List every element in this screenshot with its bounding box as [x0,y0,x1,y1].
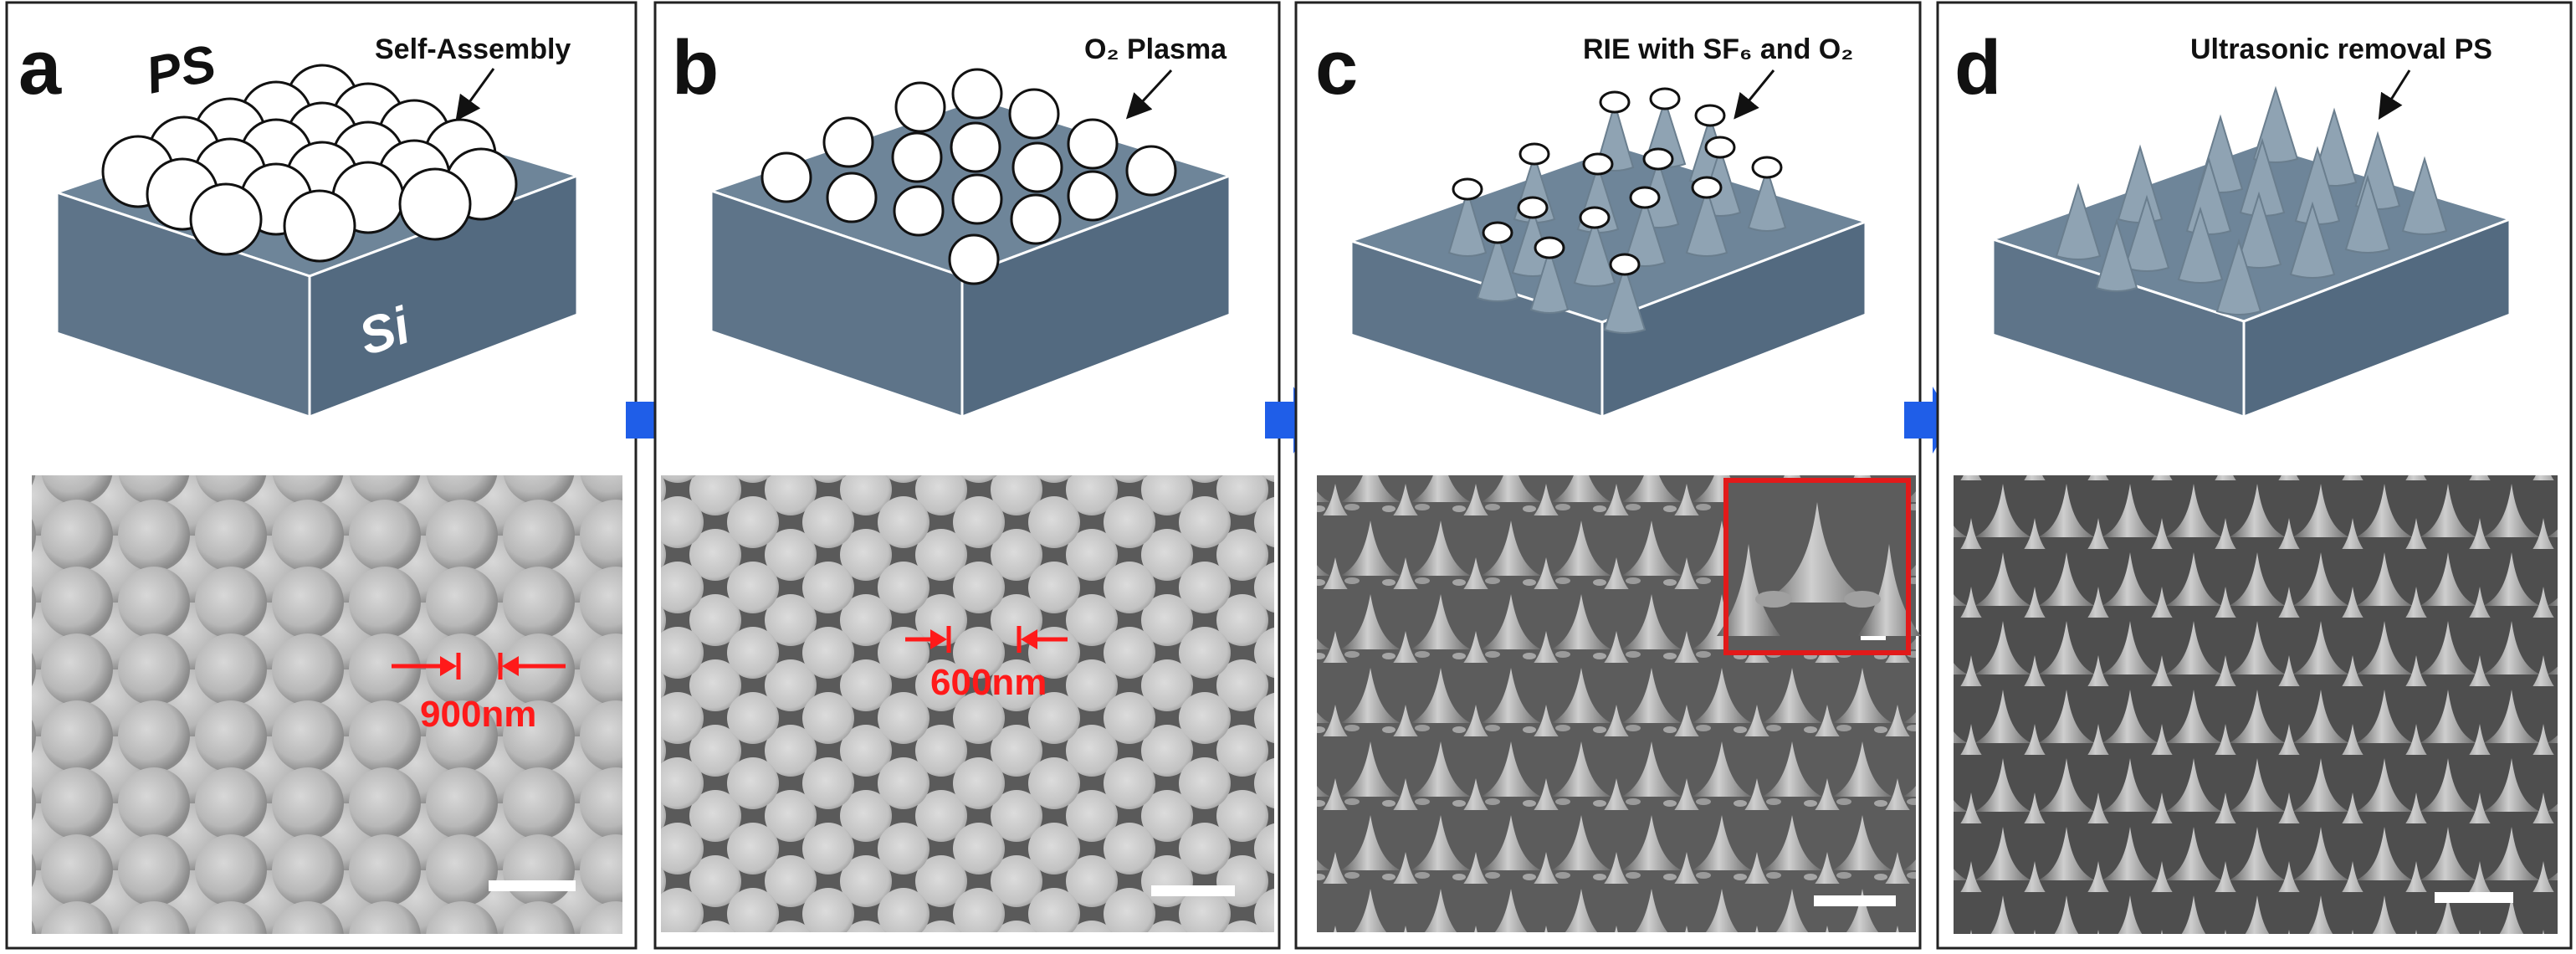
panel-b-step-label: O₂ Plasma [1084,33,1227,65]
panel-a-scale-bar [489,880,576,891]
panel-d-cones [2055,85,2448,315]
panel-a-pointer [455,68,495,121]
panel-d-step-label: Ultrasonic removal PS [2190,33,2492,65]
panel-d-letter: d [1954,25,2001,110]
panel-b-measure-label: 600nm [930,662,1047,703]
panel-c-step-label: RIE with SF₆ and O₂ [1583,33,1853,65]
panel-b-letter: b [672,25,719,110]
panel-b-spheres [761,68,1177,285]
panel-d: d Ultrasonic removal PS [1936,1,2573,950]
panel-c-caps [1452,87,1783,276]
panel-a-letter: a [18,25,62,110]
panel-c-inset-border [1723,478,1911,655]
panel-b: b O₂ Plasma [653,1,1281,950]
panel-a-sem-image [32,475,622,934]
panel-b-pointer [1125,69,1173,120]
panel-a-step-label: Self-Assembly [375,33,571,65]
panel-c-letter: c [1315,25,1358,110]
panel-c-inset-scale-bar [1861,636,1886,640]
panel-a: a Self-Assembly Si PS [5,1,638,950]
panel-a-spheres [101,64,518,263]
panel-c-scale-bar [1814,895,1896,906]
panel-d-sem-image [1954,475,2558,934]
panel-b-scale-bar [1151,885,1235,896]
panel-a-measure [392,653,566,680]
panel-a-ps-label: PS [141,34,221,105]
panel-c-pointer [1734,69,1775,120]
panel-b-sem-image [661,475,1274,932]
panel-c-inset [1717,478,1921,655]
panel-d-scale-bar [2435,892,2513,903]
panel-c-substrate [1347,145,1870,419]
panel-c: c RIE with SF₆ and O₂ [1294,1,1922,950]
panel-b-measure [905,626,1068,653]
panel-d-pointer [2378,69,2411,121]
panel-a-measure-label: 900nm [420,694,536,735]
